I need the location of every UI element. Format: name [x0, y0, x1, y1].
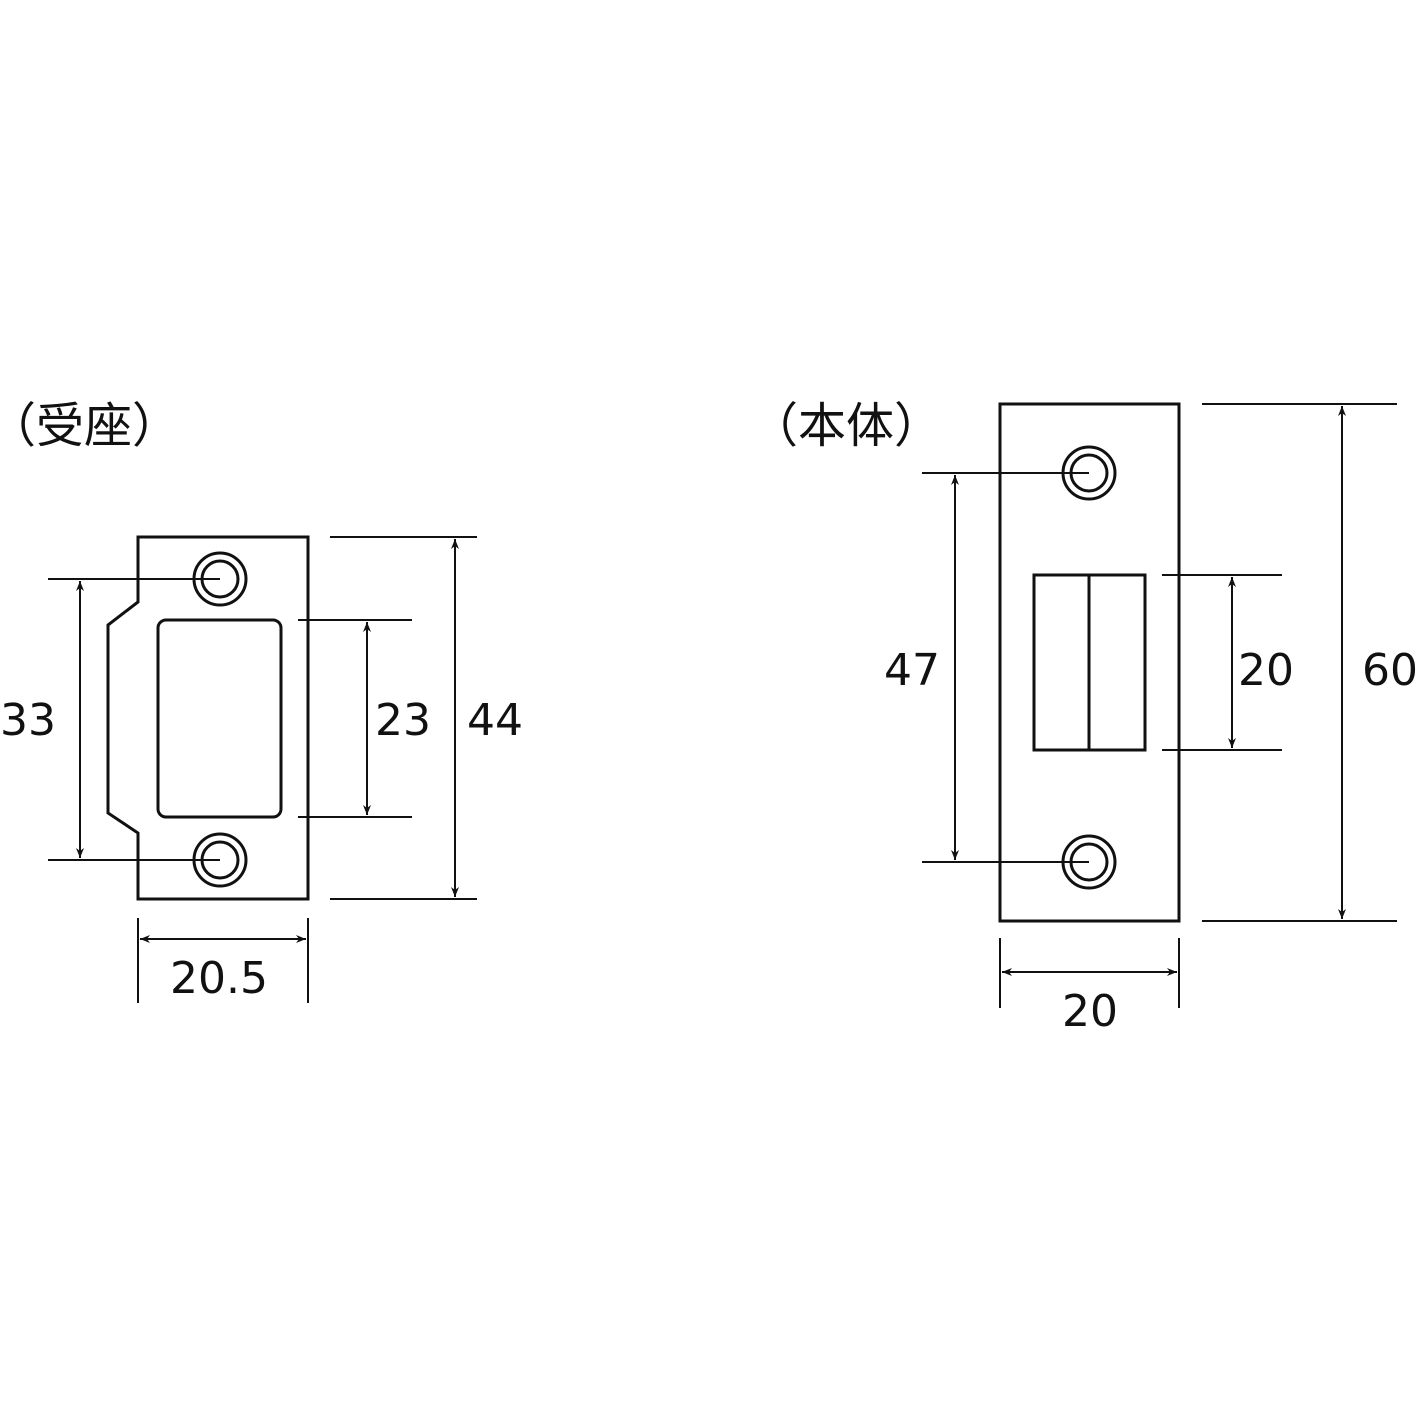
latch-body: （本体） 47 20 [750, 398, 1418, 1037]
strike-title: （受座） [0, 398, 180, 454]
dim-body-screw-pitch: 47 [884, 472, 1089, 863]
dim-label: 23 [375, 695, 431, 746]
dim-label: 20 [1062, 986, 1118, 1037]
dim-strike-height: 44 [330, 536, 523, 900]
dim-strike-screw-pitch: 33 [0, 578, 220, 861]
dim-label: 20 [1238, 645, 1294, 696]
dim-label: 44 [467, 695, 523, 746]
dim-label: 47 [884, 645, 940, 696]
body-outline [998, 402, 1181, 923]
dim-label: 60 [1362, 645, 1418, 696]
strike-plate: （受座） 33 23 44 [0, 398, 523, 1004]
dim-body-width: 20 [999, 938, 1180, 1037]
strike-opening [156, 618, 283, 819]
dim-body-latch: 20 [1162, 574, 1294, 751]
dim-strike-opening: 23 [298, 619, 431, 818]
dim-label: 20.5 [170, 953, 268, 1004]
dim-strike-width: 20.5 [137, 918, 309, 1004]
dim-label: 33 [0, 695, 56, 746]
strike-outline [106, 535, 310, 901]
body-title: （本体） [750, 398, 942, 454]
dim-body-height: 60 [1202, 403, 1418, 922]
